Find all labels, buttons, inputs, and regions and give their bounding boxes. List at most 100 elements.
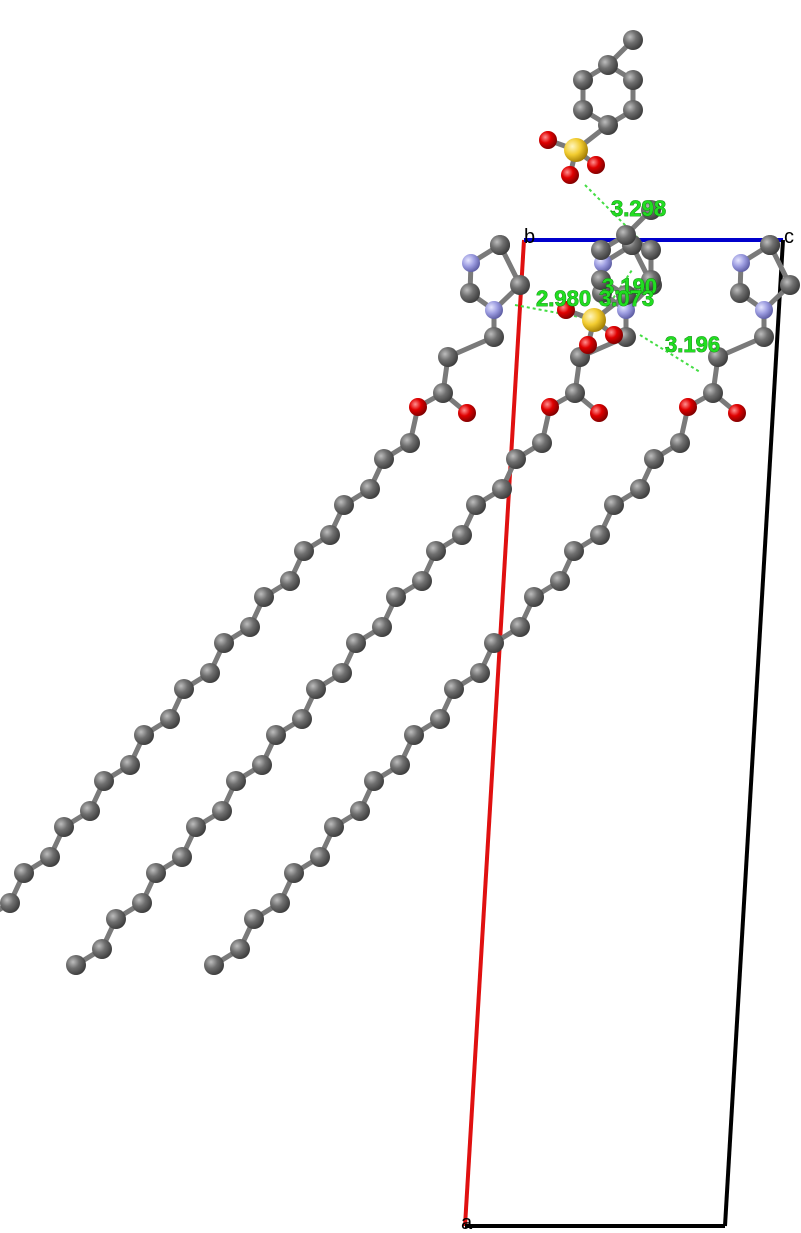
- molecule-middle-chain-carbon: [306, 679, 326, 699]
- molecule-middle-chain-carbon: [212, 801, 232, 821]
- cell-edge-c-right: [723, 239, 785, 1227]
- molecule-right-chain-carbon: [550, 571, 570, 591]
- molecule-middle-chain-carbon: [466, 495, 486, 515]
- tosylate-center-ring-carbon: [616, 225, 636, 245]
- tosylate-top-oxygen: [561, 166, 579, 184]
- molecule-middle-chain-carbon: [426, 541, 446, 561]
- contact-3-196-label: 3.196: [665, 332, 720, 357]
- molecule-middle-chain-carbon: [412, 571, 432, 591]
- molecule-middle-chain-carbon: [346, 633, 366, 653]
- tosylate-center-ring-carbon: [591, 240, 611, 260]
- axis-labels: b c a: [461, 226, 794, 1233]
- unit-cell: [463, 238, 785, 1228]
- molecule-left-linker-carbon: [438, 347, 458, 367]
- molecule-right-chain-carbon: [244, 909, 264, 929]
- molecule-left-chain-carbon: [280, 571, 300, 591]
- contact-2-980-label: 2.980: [536, 286, 591, 311]
- molecule-left-chain-carbon: [254, 587, 274, 607]
- tosylate-center-sulfur: [582, 308, 606, 332]
- molecule-middle-chain-carbon: [252, 755, 272, 775]
- molecule-middle-chain-carbon: [332, 663, 352, 683]
- tosylate-top-ring-carbon: [573, 70, 593, 90]
- molecule-right-chain-carbon: [390, 755, 410, 775]
- molecule-left-chain-carbon: [120, 755, 140, 775]
- molecule-middle-chain-carbon: [66, 955, 86, 975]
- molecule-middle-chain-carbon: [292, 709, 312, 729]
- molecule-left-chain-carbon: [14, 863, 34, 883]
- molecule-middle-chain-carbon: [492, 479, 512, 499]
- molecule-right-ring-atom: [780, 275, 800, 295]
- molecule-right-chain-carbon: [230, 939, 250, 959]
- contact-3-298-line: [584, 184, 641, 241]
- molecule-right-linker-carbon: [703, 383, 723, 403]
- molecule-right-chain-carbon: [444, 679, 464, 699]
- molecule-left-ring-atom: [460, 283, 480, 303]
- molecule-left-chain-carbon: [334, 495, 354, 515]
- molecule-right-chain-carbon: [524, 587, 544, 607]
- molecule-left-ring-atom: [462, 254, 480, 272]
- molecule-left-chain-carbon: [240, 617, 260, 637]
- tosylate-top-ring-carbon: [623, 100, 643, 120]
- molecule-right-chain-carbon: [670, 433, 690, 453]
- molecule-left-chain-carbon: [400, 433, 420, 453]
- molecule-left-chain-carbon: [80, 801, 100, 821]
- contact-lines: [514, 184, 701, 373]
- molecule-middle-chain-carbon: [186, 817, 206, 837]
- tosylate-center-ring-carbon: [641, 240, 661, 260]
- tosylate-top-sulfur: [564, 138, 588, 162]
- molecule-left-chain-carbon: [0, 893, 20, 913]
- molecule-middle-chain-carbon: [532, 433, 552, 453]
- tosylate-center-oxygen: [557, 301, 575, 319]
- molecule-middle-chain-carbon: [386, 587, 406, 607]
- contact-3-190-label: 3.190: [602, 274, 657, 299]
- molecule-middle-chain-carbon: [226, 771, 246, 791]
- molecule-right-chain-carbon: [644, 449, 664, 469]
- molecule-middle-carbonyl-oxygen: [590, 404, 608, 422]
- molecule-right-chain-carbon: [270, 893, 290, 913]
- tosylate-center-ring-carbon: [641, 270, 661, 290]
- molecule-left-ring-atom: [510, 275, 530, 295]
- molecule-left-linker-carbon: [484, 327, 504, 347]
- molecule-right-linker-carbon: [708, 347, 728, 367]
- molecule-right-chain-carbon: [510, 617, 530, 637]
- molecule-left-chain-carbon: [374, 449, 394, 469]
- molecule-right-chain-carbon: [590, 525, 610, 545]
- molecule-middle-chain-carbon: [452, 525, 472, 545]
- molecule-right-carbonyl-oxygen: [728, 404, 746, 422]
- molecule-right-ester-oxygen: [679, 398, 697, 416]
- axis-label-a: a: [461, 1212, 473, 1233]
- tosylate-center-methyl-carbon: [641, 200, 661, 220]
- molecule-right-chain-carbon: [630, 479, 650, 499]
- cell-edge-a: [463, 239, 526, 1227]
- molecule-middle-ester-oxygen: [541, 398, 559, 416]
- molecule-left-chain-carbon: [94, 771, 114, 791]
- tosylate-top-ring-carbon: [573, 100, 593, 120]
- molecule-left-linker-carbon: [433, 383, 453, 403]
- molecule-right-ring-atom: [760, 235, 780, 255]
- molecule-right-chain-carbon: [430, 709, 450, 729]
- molecule-left-chain-carbon: [214, 633, 234, 653]
- tosylate-center-oxygen: [605, 326, 623, 344]
- tosylate-top-methyl-carbon: [623, 30, 643, 50]
- molecule-middle-chain-carbon: [92, 939, 112, 959]
- molecule-right-chain-carbon: [324, 817, 344, 837]
- molecule-left-chain-carbon: [40, 847, 60, 867]
- molecule-right-chain-carbon: [470, 663, 490, 683]
- molecule-middle-linker-carbon: [565, 383, 585, 403]
- molecule-right-ring-atom: [732, 254, 750, 272]
- tosylate-top-ring-carbon: [598, 115, 618, 135]
- molecule-middle-chain-carbon: [106, 909, 126, 929]
- bonds: [0, 37, 793, 968]
- molecule-right-chain-carbon: [364, 771, 384, 791]
- molecule-left-chain-carbon: [174, 679, 194, 699]
- molecule-right-chain-carbon: [604, 495, 624, 515]
- molecule-left-chain-carbon: [54, 817, 74, 837]
- molecule-right-chain-carbon: [204, 955, 224, 975]
- molecule-middle-ring-atom: [617, 301, 635, 319]
- molecule-right-chain-carbon: [564, 541, 584, 561]
- tosylate-top-oxygen: [539, 131, 557, 149]
- molecule-left-chain-carbon: [294, 541, 314, 561]
- molecule-right-ring-atom: [755, 301, 773, 319]
- molecule-left-chain-carbon: [160, 709, 180, 729]
- molecule-right-chain-carbon: [404, 725, 424, 745]
